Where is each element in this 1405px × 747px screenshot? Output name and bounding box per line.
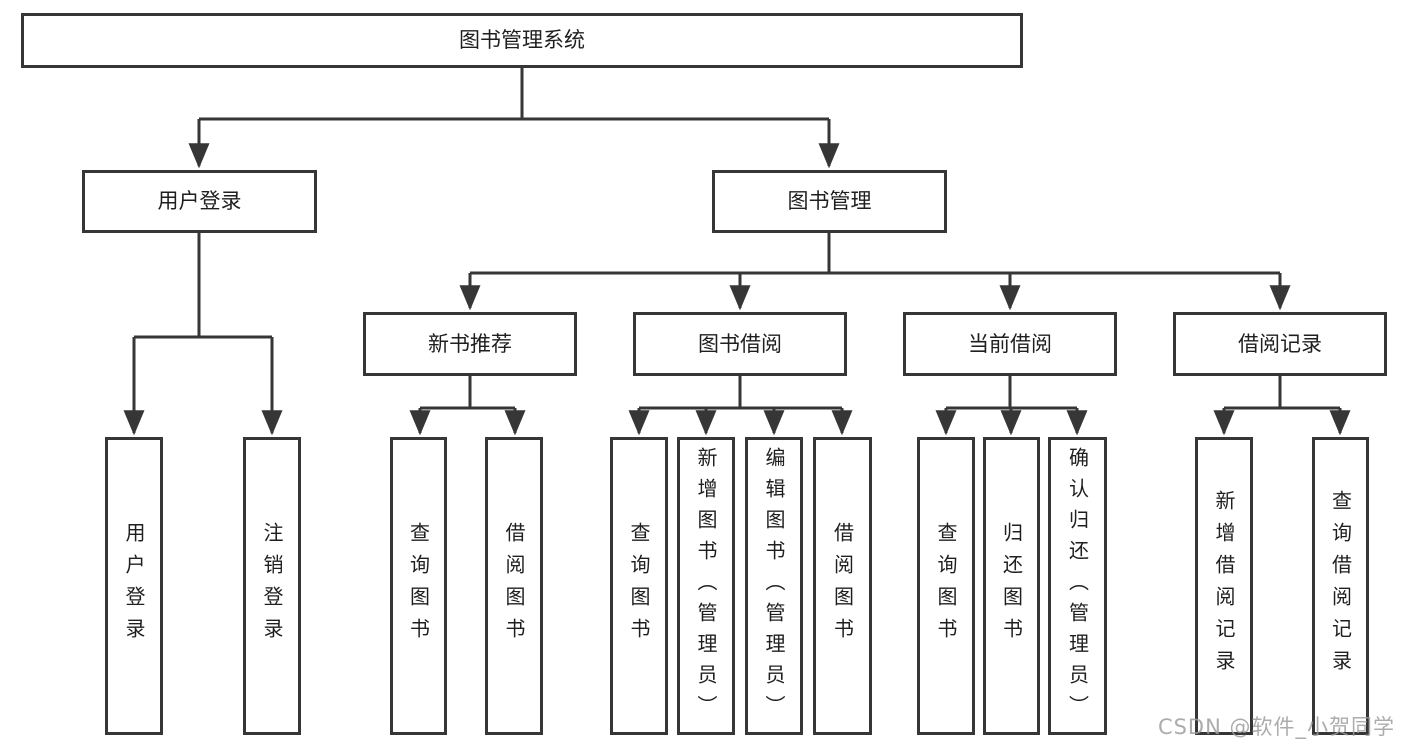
node-new-book-recommend: 新书推荐 [363,312,577,376]
leaf-bb-query-book-label: 查询图书 [627,522,651,650]
node-borrow-record-label: 借阅记录 [1238,331,1322,356]
leaf-nbr-borrow-book-label: 借阅图书 [502,522,526,650]
connector-borrow-record-children [1213,376,1351,436]
leaf-cb-query-book-label: 查询图书 [934,522,958,650]
leaf-br-query-record-label: 查询借阅记录 [1328,490,1353,682]
leaf-bb-edit-book-admin: 编辑图书（管理员） [745,437,803,735]
node-current-borrow: 当前借阅 [903,312,1117,376]
leaf-user-login: 用户登录 [105,437,163,735]
node-book-management: 图书管理 [712,170,947,233]
leaf-br-add-record-label: 新增借阅记录 [1212,490,1236,682]
connector-user-login-children [123,233,283,436]
leaf-user-login-label: 用户登录 [122,522,146,650]
leaf-cb-return-book-label: 归还图书 [999,522,1024,650]
node-borrow-record: 借阅记录 [1173,312,1387,376]
leaf-cb-query-book: 查询图书 [917,437,975,735]
connector-book-mgmt-children [459,233,1291,311]
node-book-management-label: 图书管理 [787,189,872,213]
leaf-bb-borrow-book-label: 借阅图书 [830,522,855,650]
leaf-logout: 注销登录 [243,437,301,735]
node-new-book-recommend-label: 新书推荐 [428,331,512,356]
node-user-login-label: 用户登录 [157,189,242,213]
connector-current-borrow-children [935,376,1088,436]
connector-root-to-level2 [188,68,840,169]
leaf-bb-add-book-admin-label: 新增图书（管理员） [694,446,718,726]
node-library-system-label: 图书管理系统 [459,28,585,52]
connector-new-book-rec-children [409,376,526,436]
leaf-cb-confirm-return-admin: 确认归还（管理员） [1048,437,1107,735]
leaf-nbr-query-book: 查询图书 [390,437,447,735]
leaf-cb-return-book: 归还图书 [983,437,1040,735]
leaf-bb-query-book: 查询图书 [610,437,668,735]
leaf-logout-label: 注销登录 [260,522,284,650]
connector-book-borrow-children [628,376,853,436]
leaf-bb-edit-book-admin-label: 编辑图书（管理员） [762,446,786,726]
leaf-nbr-query-book-label: 查询图书 [406,522,431,650]
node-book-borrow: 图书借阅 [633,312,847,376]
leaf-br-add-record: 新增借阅记录 [1195,437,1253,735]
csdn-watermark: CSDN @软件_小贺同学 [1157,715,1395,739]
node-library-system: 图书管理系统 [21,13,1023,68]
leaf-cb-confirm-return-admin-label: 确认归还（管理员） [1065,446,1090,726]
node-current-borrow-label: 当前借阅 [968,331,1052,356]
node-book-borrow-label: 图书借阅 [698,331,782,356]
leaf-bb-borrow-book: 借阅图书 [813,437,872,735]
leaf-bb-add-book-admin: 新增图书（管理员） [677,437,735,735]
node-user-login: 用户登录 [82,170,317,233]
leaf-br-query-record: 查询借阅记录 [1312,437,1369,735]
leaf-nbr-borrow-book: 借阅图书 [485,437,543,735]
